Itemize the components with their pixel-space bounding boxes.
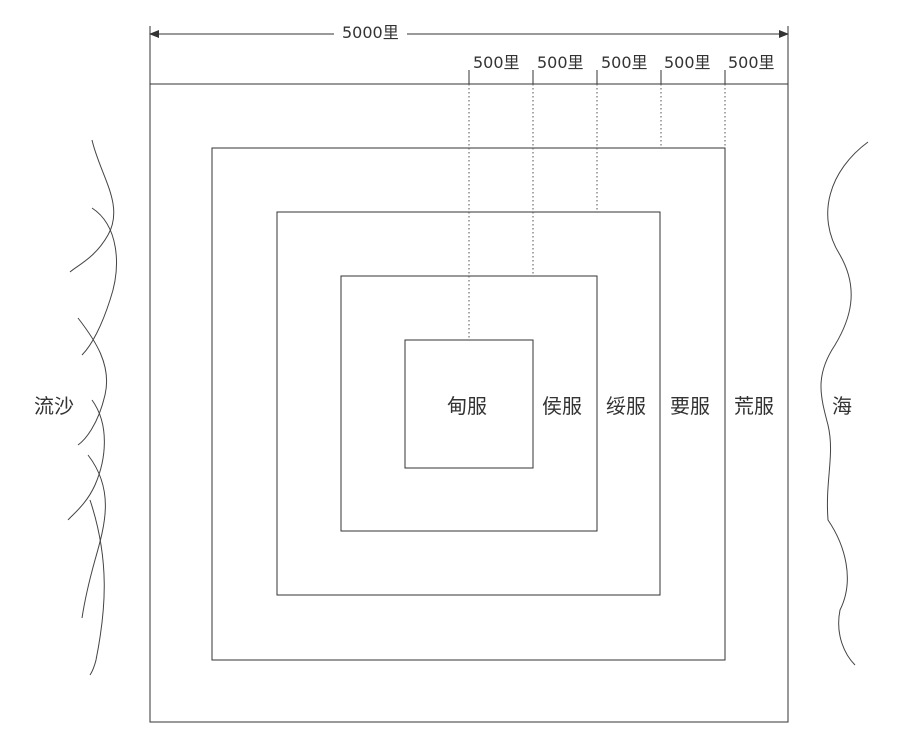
square-dian (404, 339, 534, 469)
sea-label: 海 (832, 394, 852, 418)
quicksand-waves (67, 139, 117, 676)
band-label-sui: 500里 (601, 53, 648, 72)
total-distance-label: 5000里 (334, 25, 407, 41)
zone-label-hou: 侯服 (542, 394, 582, 418)
band-label-hou: 500里 (537, 53, 584, 72)
zone-label-huang: 荒服 (734, 394, 774, 418)
zone-label-dian: 甸服 (447, 394, 487, 418)
sea-wave (820, 141, 869, 666)
band-label-dian: 500里 (473, 53, 520, 72)
band-ticks (468, 70, 726, 84)
band-label-yao: 500里 (664, 53, 711, 72)
zone-label-sui: 绥服 (606, 394, 646, 418)
zone-label-yao: 要服 (670, 394, 710, 418)
dotted-guides (468, 84, 726, 340)
band-label-huang: 500里 (728, 53, 775, 72)
quicksand-label: 流沙 (34, 394, 74, 418)
